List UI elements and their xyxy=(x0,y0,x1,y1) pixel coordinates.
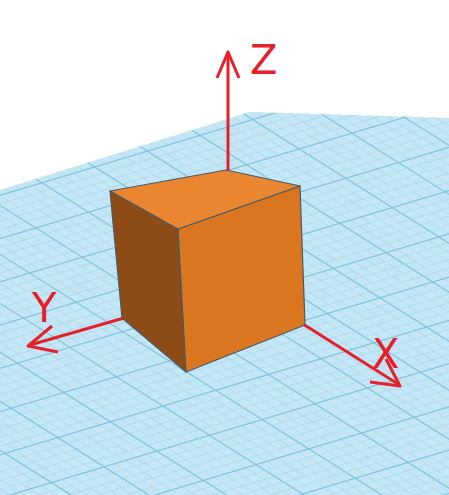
grid-line xyxy=(0,118,449,495)
grid-line xyxy=(0,130,449,495)
grid-line xyxy=(0,171,449,495)
grid-line xyxy=(0,165,449,495)
grid-line xyxy=(0,335,449,495)
z-arrowhead xyxy=(217,52,239,78)
grid-line xyxy=(0,0,449,377)
grid-line xyxy=(0,0,449,429)
grid-line xyxy=(0,106,449,495)
axis-label: Z xyxy=(250,40,277,80)
grid-line xyxy=(0,83,449,495)
grid-line xyxy=(0,0,449,435)
axis-label: Y xyxy=(32,288,56,328)
grid-line xyxy=(0,18,449,495)
grid-line xyxy=(0,0,449,400)
grid-line xyxy=(0,77,449,495)
y-arrowhead xyxy=(28,326,58,352)
grid-line xyxy=(0,147,449,495)
grid-line xyxy=(0,0,449,412)
grid-line xyxy=(0,53,449,495)
grid-line xyxy=(0,141,449,495)
grid-line xyxy=(0,177,449,495)
axis-label: X xyxy=(372,334,399,374)
grid-line xyxy=(0,0,449,388)
grid-line xyxy=(0,7,449,495)
grid-line xyxy=(0,71,449,495)
grid-line xyxy=(0,136,449,495)
grid-line xyxy=(0,182,449,495)
cube-top-face xyxy=(110,170,300,229)
grid-line xyxy=(0,112,449,495)
grid-line xyxy=(0,0,449,394)
grid-line xyxy=(0,0,449,424)
grid-line xyxy=(0,0,449,406)
grid-line xyxy=(0,0,449,459)
grid-line xyxy=(0,0,449,447)
cube xyxy=(110,170,305,372)
